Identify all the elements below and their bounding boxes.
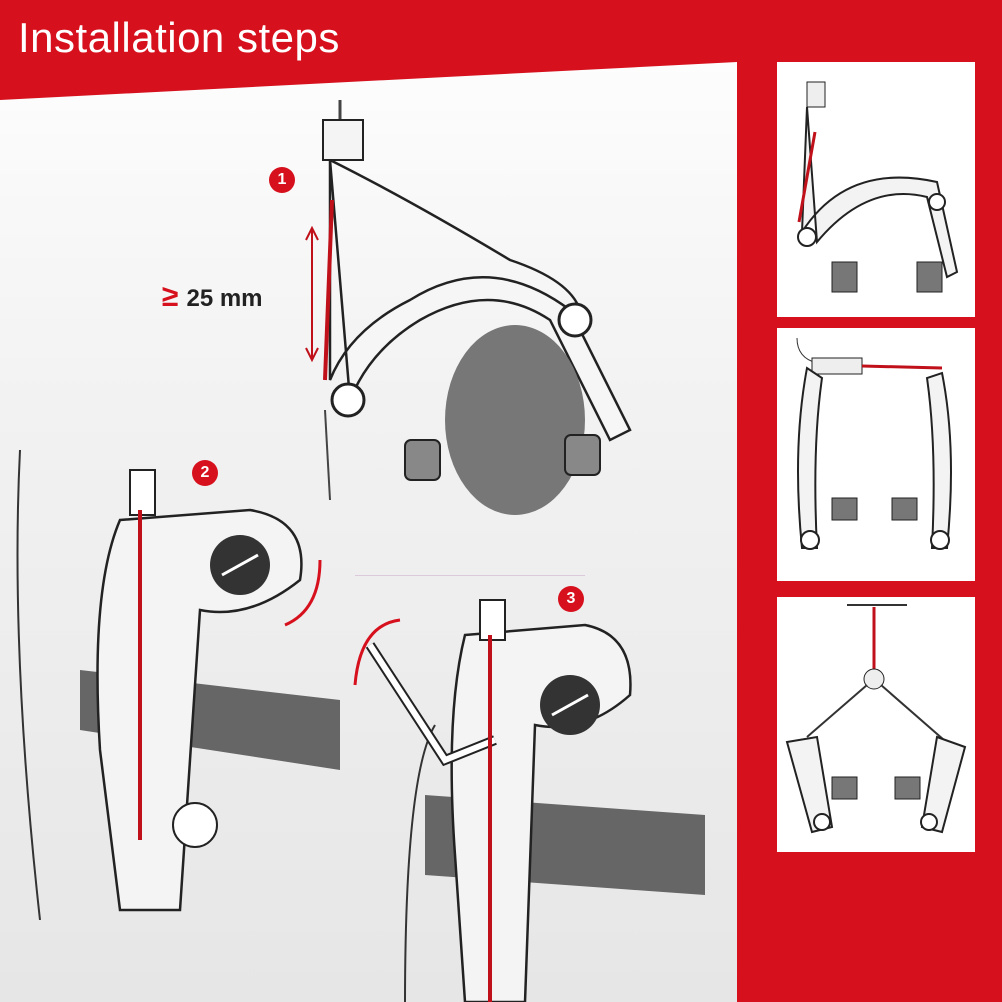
v-brake-panel	[777, 328, 975, 581]
caliper-brake-diagram	[305, 100, 632, 515]
step-3-badge: 3	[558, 586, 584, 612]
cable-length-value: 25 mm	[186, 285, 263, 312]
main-diagram-area: 1 2 3 ≥25 mm	[0, 0, 737, 1002]
cantilever-brake-thumbnail	[785, 604, 967, 834]
caliper-brake-panel	[777, 62, 975, 317]
page-title: Installation steps	[18, 14, 340, 61]
v-brake-thumbnail	[796, 337, 952, 550]
brake-types-sidebar	[737, 0, 1002, 1002]
caliper-brake-thumbnail	[797, 81, 959, 293]
greater-equal-symbol: ≥	[162, 280, 179, 313]
step2-adjust-diagram	[16, 450, 340, 920]
cable-length-label: ≥25 mm	[162, 280, 263, 314]
step-2-badge: 2	[192, 460, 218, 486]
cantilever-brake-panel	[777, 597, 975, 852]
step3-hex-key-diagram	[353, 575, 705, 1002]
step-1-badge: 1	[269, 167, 295, 193]
